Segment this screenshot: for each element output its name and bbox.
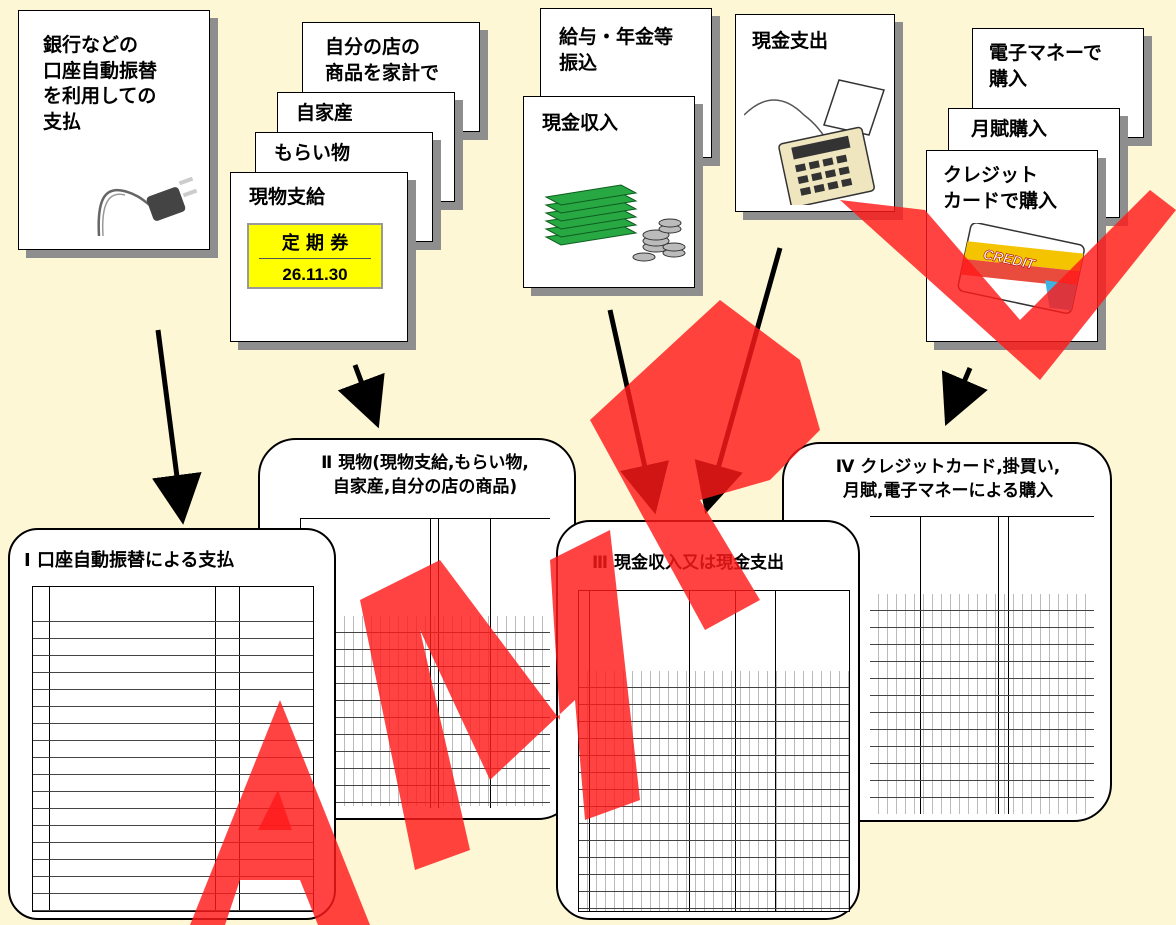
commuter-pass-title: 定 期 券 xyxy=(259,229,371,259)
card-home-grown-label: 自家産 xyxy=(296,102,354,124)
arrow-inkind-to-form2 xyxy=(337,364,385,429)
card-in-kind: 現物支給 定 期 券 26.11.30 xyxy=(230,172,408,342)
card-cash-income: 現金収入 xyxy=(523,96,695,288)
form-2-title: Ⅱ 現物(現物支給,もらい物, 自家産,自分の店の商品) xyxy=(321,453,529,497)
arrow-credit-to-form4 xyxy=(941,367,988,426)
form-4-title: Ⅳ クレジットカード,掛買い, 月賦,電子マネーによる購入 xyxy=(835,457,1061,501)
commuter-pass-stamp: 定 期 券 26.11.30 xyxy=(247,223,383,289)
form-4-sheet xyxy=(870,516,1094,814)
card-credit-label: クレジット カードで購入 xyxy=(943,164,1058,212)
card-in-kind-label: 現物支給 xyxy=(249,186,326,208)
form-1-title: Ⅰ 口座自動振替による支払 xyxy=(24,550,235,571)
card-cash-expense-label: 現金支出 xyxy=(752,30,829,52)
card-gifts-label: もらい物 xyxy=(274,142,351,164)
money-icon xyxy=(544,184,686,262)
card-bank-transfer: 銀行などの 口座自動振替 を利用しての 支払 xyxy=(18,10,210,250)
card-salary-label: 給与・年金等 振込 xyxy=(559,26,674,74)
commuter-pass-date: 26.11.30 xyxy=(282,265,348,284)
arrow-bank-to-form1 xyxy=(151,329,202,525)
power-plug-icon xyxy=(97,176,198,237)
card-e-money-label: 電子マネーで 購入 xyxy=(989,42,1102,90)
card-installment-label: 月賦購入 xyxy=(971,118,1048,140)
card-cash-income-label: 現金収入 xyxy=(542,112,619,134)
calculator-icon xyxy=(744,79,885,205)
card-cash-expense: 現金支出 xyxy=(735,14,895,212)
card-own-store-label: 自分の店の 商品を家計で xyxy=(325,36,440,84)
card-bank-transfer-label: 銀行などの 口座自動振替 を利用しての 支払 xyxy=(43,34,158,133)
